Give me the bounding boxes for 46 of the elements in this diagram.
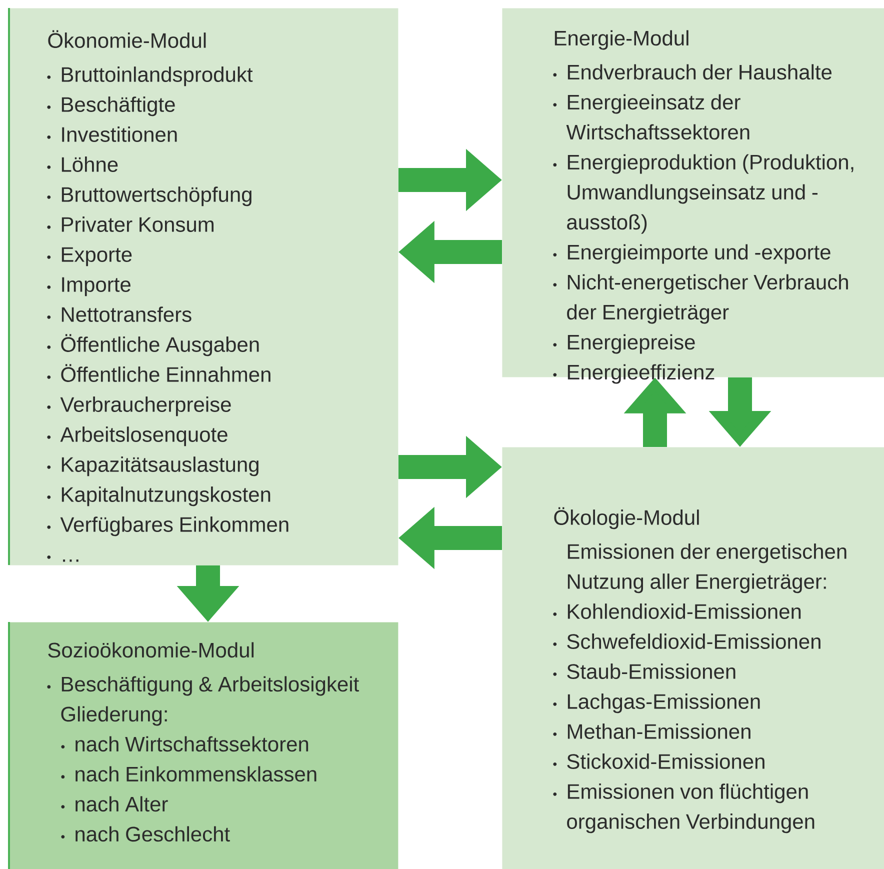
list-item: Staub-Emissionen xyxy=(553,664,736,679)
list-text: Gliederung: xyxy=(61,706,167,726)
list-item: Kohlendioxid-Emissionen xyxy=(553,604,801,619)
list-item: Importe xyxy=(47,277,130,296)
list-item: nach Geschlecht xyxy=(61,826,230,842)
list-item: Energieimporte und -exporte xyxy=(553,244,830,264)
module-box xyxy=(8,622,398,869)
list-item: Nicht-energetischer Verbrauch der Energieträger xyxy=(553,274,848,324)
list-item: Verfügbares Einkommen xyxy=(47,516,288,536)
list-item: Methan-Emissionen xyxy=(553,724,750,739)
list-item: Investitionen xyxy=(47,126,177,142)
module-heading: Sozioökonomie-Modul xyxy=(48,642,254,658)
list-item: nach Einkommensklassen xyxy=(61,766,316,782)
list-item: … xyxy=(47,555,78,562)
module-box xyxy=(502,8,884,384)
module-heading: Ökonomie-Modul xyxy=(48,30,206,48)
module-heading: Energie-Modul xyxy=(554,30,688,50)
list-item: Energiepreise xyxy=(553,334,695,354)
list-item: Öffentliche Einnahmen xyxy=(47,364,270,382)
list-item: Energieeffizienz xyxy=(553,364,714,384)
list-item: Stickoxid-Emissionen xyxy=(553,754,764,769)
list-text: Emissionen der energetischen Nutzung aller Energieträger: xyxy=(568,544,846,594)
list-item: Kapazitätsauslastung xyxy=(47,456,258,476)
list-item: Schwefeldioxid-Emissionen xyxy=(553,634,820,649)
list-item: nach Alter xyxy=(61,796,168,812)
list-item: Nettotransfers xyxy=(47,306,192,322)
list-item: Verbraucherpreise xyxy=(47,396,231,416)
list-item: Endverbrauch der Haushalte xyxy=(553,64,832,80)
list-item: Löhne xyxy=(47,156,118,172)
list-item: Energieproduktion (Produktion, Umwandlungseinsatz und -ausstoß) xyxy=(553,154,854,234)
list-item: Beschäftigung & Arbeitslosigkeit xyxy=(47,676,359,696)
list-item: Bruttoinlandsprodukt xyxy=(47,66,253,86)
list-item: Kapitalnutzungskosten xyxy=(47,486,270,506)
list-item: Lachgas-Emissionen xyxy=(553,694,760,714)
list-item: Exporte xyxy=(47,247,132,266)
module-box xyxy=(502,447,884,869)
module-heading: Ökologie-Modul xyxy=(554,507,699,530)
list-item: Bruttowertschöpfung xyxy=(47,186,252,206)
list-item: Beschäftigte xyxy=(47,96,175,116)
list-item: Arbeitslosenquote xyxy=(47,426,228,446)
module-box xyxy=(8,8,398,566)
list-item: Öffentliche Ausgaben xyxy=(47,334,259,356)
list-item: Emissionen von flüchtigen organischen Verbindungen xyxy=(553,784,814,834)
list-item: Energieeinsatz der Wirtschaftssektoren xyxy=(553,94,750,140)
list-item: nach Wirtschaftssektoren xyxy=(61,736,308,752)
list-item: Privater Konsum xyxy=(47,216,214,232)
